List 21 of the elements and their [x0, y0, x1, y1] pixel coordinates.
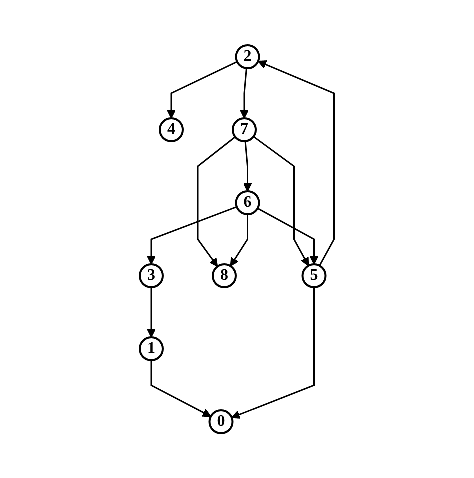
node-circle: 1	[138, 336, 164, 361]
arrow	[197, 136, 236, 267]
node-circle: 7	[232, 117, 257, 142]
arrow	[150, 360, 212, 417]
node-circle: 3	[138, 263, 164, 288]
arrow	[257, 207, 319, 264]
node-circle: 2	[235, 44, 260, 69]
node-circle: 0	[208, 409, 234, 434]
node-circle: 8	[212, 263, 237, 288]
arrow	[231, 287, 315, 418]
node-circle: 4	[158, 117, 184, 142]
arrow	[166, 60, 238, 118]
arrow	[243, 140, 252, 192]
arrow	[253, 136, 309, 266]
arrow	[240, 68, 249, 118]
node-circle: 5	[302, 263, 327, 288]
arrow	[258, 60, 335, 266]
arrow	[146, 206, 238, 264]
arrow	[146, 287, 156, 338]
node-circle: 6	[235, 190, 260, 215]
arrow	[230, 214, 248, 266]
